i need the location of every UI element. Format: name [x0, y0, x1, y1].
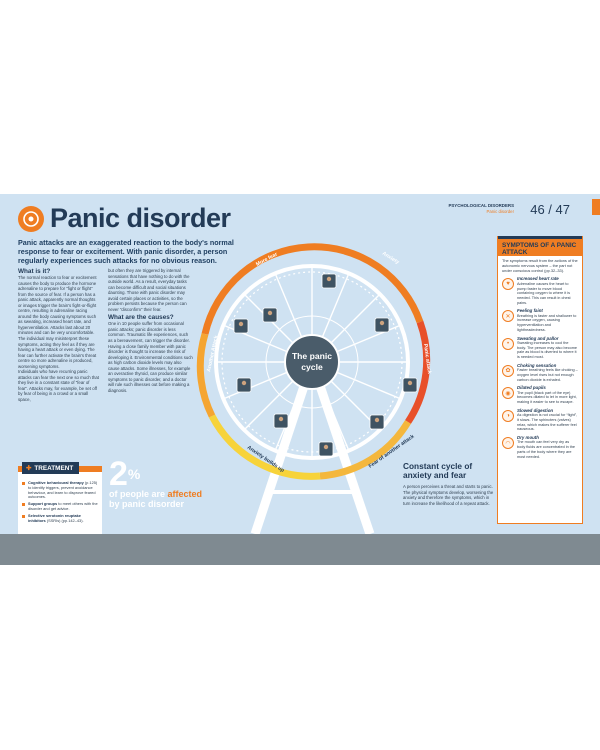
wheel-support-left	[250, 360, 317, 536]
faint-icon: ✕	[502, 310, 514, 323]
symptom-text: Sweating increases to cool the body. The…	[517, 340, 578, 360]
wheel-center-label-2: cycle	[301, 362, 323, 372]
sweat-icon: •	[502, 337, 514, 350]
intro-paragraph: Panic attacks are an exaggerated reactio…	[18, 238, 234, 266]
symptom-title: Increased heart rate	[517, 276, 559, 282]
what-is-it-body: The normal reaction to fear or excitemen…	[18, 275, 99, 403]
causes-heading: What are the causes?	[108, 314, 174, 322]
treatment-item: Cognitive behavioural therapy (p.125) to…	[22, 480, 98, 500]
gondola	[236, 377, 252, 393]
wheel-hub	[284, 334, 340, 390]
page-spread: The panic cycle More fear Anxiety Panic …	[0, 194, 600, 565]
eye-icon: ◉	[502, 387, 514, 400]
causes-body: One in 10 people suffer from occasional …	[108, 321, 193, 393]
cycle-arrow-bottom-right	[319, 420, 411, 480]
plus-icon: ✚	[26, 465, 32, 472]
breadcrumb-section: PSYCHOLOGICAL DISORDERS	[448, 203, 514, 208]
gondola	[321, 273, 337, 289]
head-gear-icon	[18, 206, 44, 232]
symptom-title: Sweating and pallor	[517, 335, 559, 341]
what-is-it-heading: What is it?	[18, 268, 51, 275]
cycle-arrow-top	[201, 243, 424, 335]
symptom-title: Slowed digestion	[517, 407, 554, 413]
treatment-heading: ✚ TREATMENT	[22, 462, 80, 474]
gondola	[369, 414, 385, 430]
stomach-icon: ◑	[502, 409, 514, 422]
symptoms-panel: SYMPTOMS OF A PANIC ATTACK The symptoms …	[497, 236, 583, 524]
treatment-box: Cognitive behavioural therapy (p.125) to…	[18, 466, 102, 534]
gondolas	[233, 273, 418, 457]
symptoms-heading: SYMPTOMS OF A PANIC ATTACK	[498, 236, 582, 256]
breadcrumb: PSYCHOLOGICAL DISORDERS Panic disorder	[448, 203, 514, 214]
page-numbers: 46 / 47	[530, 202, 570, 217]
wheel-center-label-1: The panic	[292, 351, 332, 361]
symptom-text: The pupil (black part of the eye) become…	[517, 390, 577, 405]
causes-lead: but often they are triggered by internal…	[108, 268, 190, 312]
symptom-text: Faster breathing feels like choking – ox…	[517, 368, 578, 382]
arc-label-anxiety: Anxiety	[381, 251, 400, 266]
treatment-item: Selective serotonin reuptake inhibitors …	[22, 513, 98, 524]
arc-label-panic-attack: Panic attack	[422, 343, 432, 374]
symptom-text: Breathing is faster and shallower to inc…	[517, 313, 577, 332]
symptom-text: As digestion is not crucial for “fight”,…	[517, 413, 578, 432]
cycle-body: A person perceives a threat and starts t…	[403, 484, 494, 506]
stat-number: 2%	[109, 455, 141, 493]
treatment-item: Support groups to meet others with the d…	[22, 501, 98, 512]
what-is-it-section: What is it? The normal reaction to fear …	[18, 268, 100, 403]
gondola	[374, 317, 390, 333]
gondola	[318, 441, 334, 457]
ferris-wheel-illustration: The panic cycle More fear Anxiety Panic …	[196, 243, 432, 536]
symptom-title: Dry mouth	[517, 435, 539, 440]
cycle-arrow-bottom-left	[208, 414, 321, 480]
heart-icon: ♥	[502, 278, 514, 291]
cycle-caption: Constant cycle of anxiety and fear A per…	[403, 462, 495, 506]
symptom-text: Adrenaline causes the heart to pump fast…	[517, 281, 571, 305]
mouth-icon: ◠	[502, 437, 514, 449]
gondola	[233, 318, 249, 334]
page-tab	[592, 199, 600, 215]
page-title: Panic disorder	[50, 203, 231, 233]
gondola	[273, 413, 289, 429]
wheel-support-right	[307, 360, 375, 536]
gondola	[402, 377, 418, 393]
cycle-arrow-right	[405, 320, 431, 424]
breadcrumb-subsection: Panic disorder	[486, 208, 514, 214]
symptom-title: Choking sensation	[517, 362, 557, 368]
causes-section: but often they are triggered by internal…	[108, 268, 193, 393]
symptom-text: The mouth can feel very dry as body flui…	[517, 440, 576, 459]
ground-band	[0, 534, 600, 565]
symptom-title: Dilated pupils	[517, 385, 546, 391]
cycle-heading: Constant cycle of anxiety and fear	[403, 461, 473, 480]
gondola	[262, 307, 278, 323]
symptom-title: Feeling faint	[517, 308, 543, 314]
symptoms-intro: The symptoms result from the actions of …	[502, 258, 578, 273]
lungs-icon: ✿	[502, 364, 514, 377]
cycle-arrow-left	[196, 332, 216, 418]
